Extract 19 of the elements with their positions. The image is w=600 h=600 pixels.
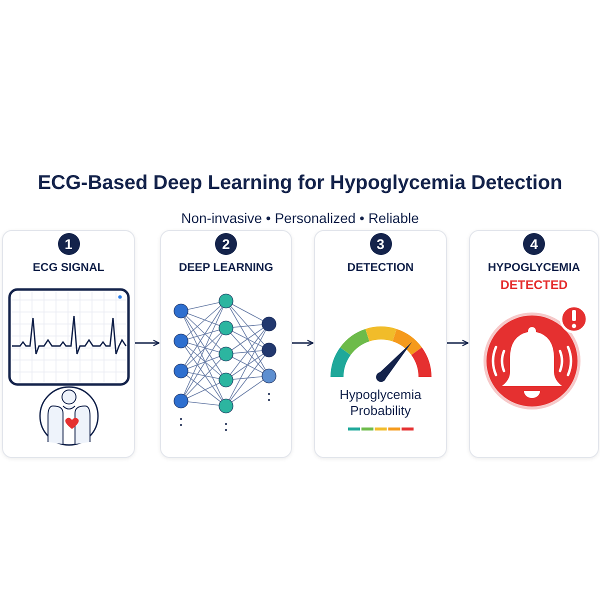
step-heading: DEEP LEARNING xyxy=(178,262,274,274)
step-card xyxy=(160,230,292,458)
step-card xyxy=(314,230,447,458)
step-card xyxy=(469,230,599,458)
step-number: 4 xyxy=(523,233,545,255)
title: ECG-Based Deep Learning for Hypoglycemia Detection xyxy=(38,172,562,195)
step-card xyxy=(2,230,135,458)
step-number: 2 xyxy=(215,233,237,255)
gauge-caption: Hypoglycemia Probability xyxy=(338,387,422,419)
alert-heading: DETECTED xyxy=(500,278,568,292)
subtitle: Non-invasive • Personalized • Reliable xyxy=(181,210,419,226)
arrow xyxy=(134,340,160,346)
step-heading: HYPOGLYCEMIA xyxy=(488,262,580,274)
arrow xyxy=(446,340,469,346)
arrow xyxy=(291,340,314,346)
step-number: 1 xyxy=(58,233,80,255)
step-heading: DETECTION xyxy=(347,262,414,274)
step-number: 3 xyxy=(370,233,392,255)
step-heading: ECG SIGNAL xyxy=(32,262,104,274)
